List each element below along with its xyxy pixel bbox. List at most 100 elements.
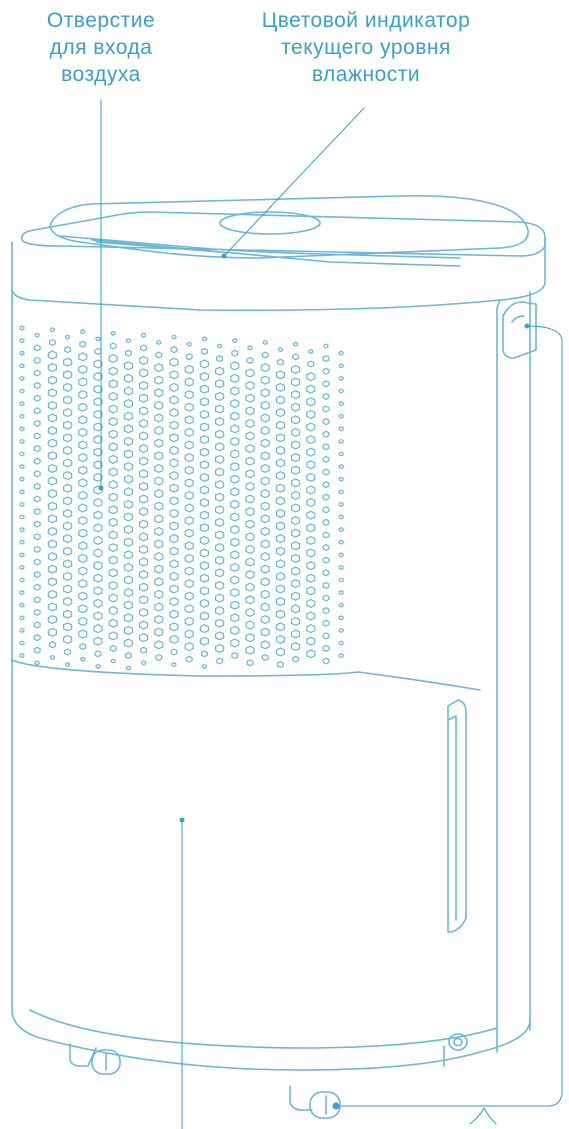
grille-hole <box>78 364 88 374</box>
grille-hole <box>184 427 194 437</box>
grille-hole <box>19 413 25 419</box>
wheel-front-left <box>69 1043 121 1075</box>
grille-hole <box>139 544 149 554</box>
grille-hole <box>64 346 72 354</box>
grille-hole <box>123 386 133 396</box>
grille-hole <box>108 354 118 364</box>
grille-hole <box>93 523 103 533</box>
grille-hole <box>215 366 225 376</box>
grille-hole <box>215 643 225 653</box>
grille-hole <box>169 634 179 644</box>
grille-hole <box>275 571 285 581</box>
grille-hole <box>108 391 118 401</box>
grille-hole <box>19 527 25 533</box>
grille-hole <box>338 413 344 419</box>
grille-hole <box>306 384 316 394</box>
grille-hole <box>19 325 25 331</box>
grille-hole <box>125 338 131 344</box>
grille-hole <box>199 573 209 583</box>
grille-hole <box>47 451 58 461</box>
grille-hole <box>169 534 179 544</box>
grille-hole <box>199 409 209 419</box>
grille-hole <box>291 566 301 576</box>
grille-hole <box>108 480 118 490</box>
grille-hole <box>154 564 164 574</box>
grille-hole <box>33 382 41 390</box>
grille-hole <box>292 655 300 663</box>
grille-hole <box>184 503 194 513</box>
grille-hole <box>338 501 344 507</box>
grille-hole <box>123 625 133 635</box>
grille-hole <box>47 400 58 410</box>
grille-hole <box>33 369 41 377</box>
grille-hole <box>154 627 164 637</box>
grille-hole <box>33 356 41 364</box>
grille-hole <box>215 480 225 490</box>
grille-hole <box>230 575 240 585</box>
grille-hole <box>291 629 301 639</box>
grille-hole <box>291 390 301 400</box>
grille-hole <box>291 528 301 538</box>
grille-hole <box>306 372 316 382</box>
grille-hole <box>245 645 255 655</box>
grille-hole <box>93 611 103 621</box>
grille-hole <box>47 438 58 448</box>
grille-hole <box>78 503 88 513</box>
grille-hole <box>79 340 87 348</box>
grille-hole <box>19 564 25 570</box>
grille-hole <box>338 451 344 457</box>
grille-hole <box>47 489 58 499</box>
grille-hole <box>109 644 117 652</box>
grille-hole <box>169 370 179 380</box>
grille-hole <box>275 521 285 531</box>
grille-hole <box>199 523 209 533</box>
grille-hole <box>33 621 41 629</box>
grille-hole <box>62 370 73 380</box>
grille-hole <box>123 436 133 446</box>
callout-handle <box>339 325 563 1107</box>
grille-hole <box>260 501 270 511</box>
grille-hole <box>140 646 148 654</box>
grille-hole <box>62 622 73 632</box>
grille-hole <box>139 507 149 517</box>
grille-hole <box>215 391 225 401</box>
grille-hole <box>93 422 103 432</box>
grille-hole <box>65 662 71 668</box>
grille-hole <box>139 456 149 466</box>
grille-hole <box>154 438 164 448</box>
grille-hole <box>291 377 301 387</box>
grille-hole <box>108 454 118 464</box>
grille-hole <box>141 660 147 666</box>
grille-hole <box>47 514 58 524</box>
grille-hole <box>322 493 330 501</box>
grille-hole <box>154 526 164 536</box>
grille-hole <box>48 338 56 346</box>
grille-hole <box>47 375 58 385</box>
grille-hole <box>185 353 193 361</box>
grille-hole <box>245 607 255 617</box>
grille-hole <box>139 582 149 592</box>
grille-hole <box>139 595 149 605</box>
grille-hole <box>199 460 209 470</box>
grille-hole <box>245 570 255 580</box>
grille-hole <box>322 632 330 640</box>
grille-hole <box>291 490 301 500</box>
grille-hole <box>154 539 164 549</box>
grille-hole <box>184 616 194 626</box>
grille-hole <box>306 422 316 432</box>
grille-hole <box>216 657 224 665</box>
grille-hole <box>19 514 25 520</box>
grille-hole <box>307 360 315 368</box>
side-handle <box>502 301 537 359</box>
grille-hole <box>306 624 316 634</box>
grille-hole <box>338 653 344 659</box>
grille-hole <box>19 577 25 583</box>
grille-hole <box>230 386 240 396</box>
grille-hole <box>47 564 58 574</box>
grille-hole <box>169 597 179 607</box>
grille-hole <box>93 510 103 520</box>
grille-hole <box>199 397 209 407</box>
grille-hole <box>275 634 285 644</box>
grille-hole <box>230 474 240 484</box>
grille-hole <box>306 598 316 608</box>
